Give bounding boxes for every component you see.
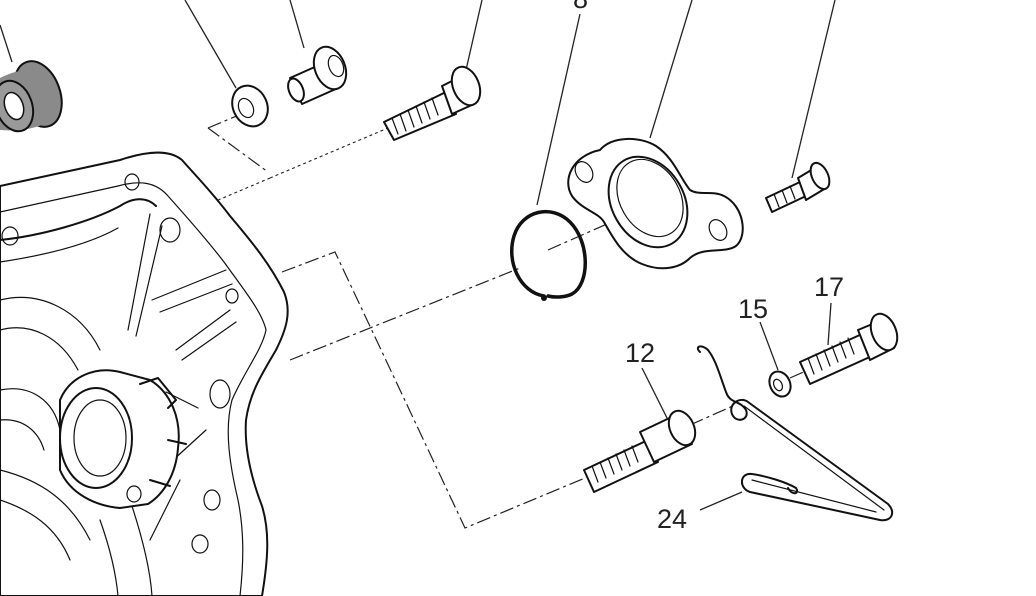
bolt-17-part	[799, 312, 899, 385]
circlip-part	[509, 209, 587, 301]
spacer-bolt-part	[287, 45, 348, 105]
crankcase-cover-part	[0, 151, 289, 596]
leader-lines	[0, 0, 836, 511]
cover-plate-part	[567, 137, 744, 270]
spring-clip-24-part	[696, 345, 894, 522]
callout-8: 8	[573, 0, 588, 14]
callout-12: 12	[625, 338, 655, 368]
seal-ring-part	[0, 60, 63, 133]
washer-15-part	[768, 370, 792, 398]
callout-15: 15	[738, 294, 768, 324]
callout-24: 24	[657, 504, 687, 534]
callouts: 8 12 15 17 24	[573, 0, 844, 534]
callout-17: 17	[814, 272, 844, 302]
long-bolt-part	[383, 65, 482, 141]
washer-part	[231, 84, 269, 128]
countersunk-screw-part	[765, 161, 831, 213]
bolt-12-part	[583, 409, 697, 493]
